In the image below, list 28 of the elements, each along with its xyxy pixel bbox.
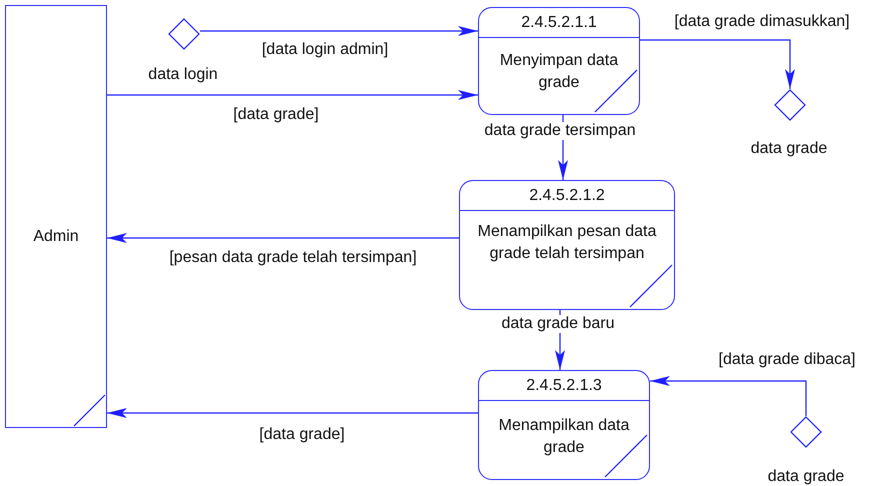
data-store-diamond bbox=[790, 416, 822, 448]
data-store-name: data grade bbox=[750, 140, 828, 158]
data-store-diamond bbox=[774, 89, 806, 121]
process-number: 2.4.5.2.1.2 bbox=[460, 181, 674, 211]
process-name: Menyimpan data grade bbox=[498, 51, 620, 93]
arrow bbox=[640, 39, 795, 89]
arrow bbox=[107, 233, 459, 243]
arrow bbox=[200, 26, 478, 36]
edge-label: [data grade dibaca] bbox=[716, 351, 858, 369]
entity-name: Admin bbox=[32, 228, 80, 246]
process-box bbox=[478, 7, 640, 115]
edge-label: [data grade] bbox=[257, 426, 347, 444]
edge-label: data grade baru bbox=[500, 315, 616, 333]
data-store-name: data grade bbox=[768, 468, 844, 486]
edge-label: data grade tersimpan bbox=[482, 122, 638, 140]
process-name: Menampilkan pesan data grade telah tersimpan bbox=[476, 222, 658, 264]
process-box bbox=[478, 370, 650, 480]
arrow bbox=[107, 408, 478, 418]
process-name: Menampilkan data grade bbox=[498, 416, 630, 458]
process-number: 2.4.5.2.1.1 bbox=[479, 8, 639, 38]
process-number: 2.4.5.2.1.3 bbox=[479, 371, 649, 401]
flow-label: data login bbox=[146, 66, 220, 84]
arrow bbox=[107, 90, 478, 100]
arrow bbox=[650, 376, 807, 416]
data-store-diamond bbox=[168, 18, 200, 50]
edge-label: [data grade] bbox=[231, 106, 321, 124]
process-box bbox=[459, 180, 675, 310]
external-entity-box bbox=[5, 5, 107, 428]
